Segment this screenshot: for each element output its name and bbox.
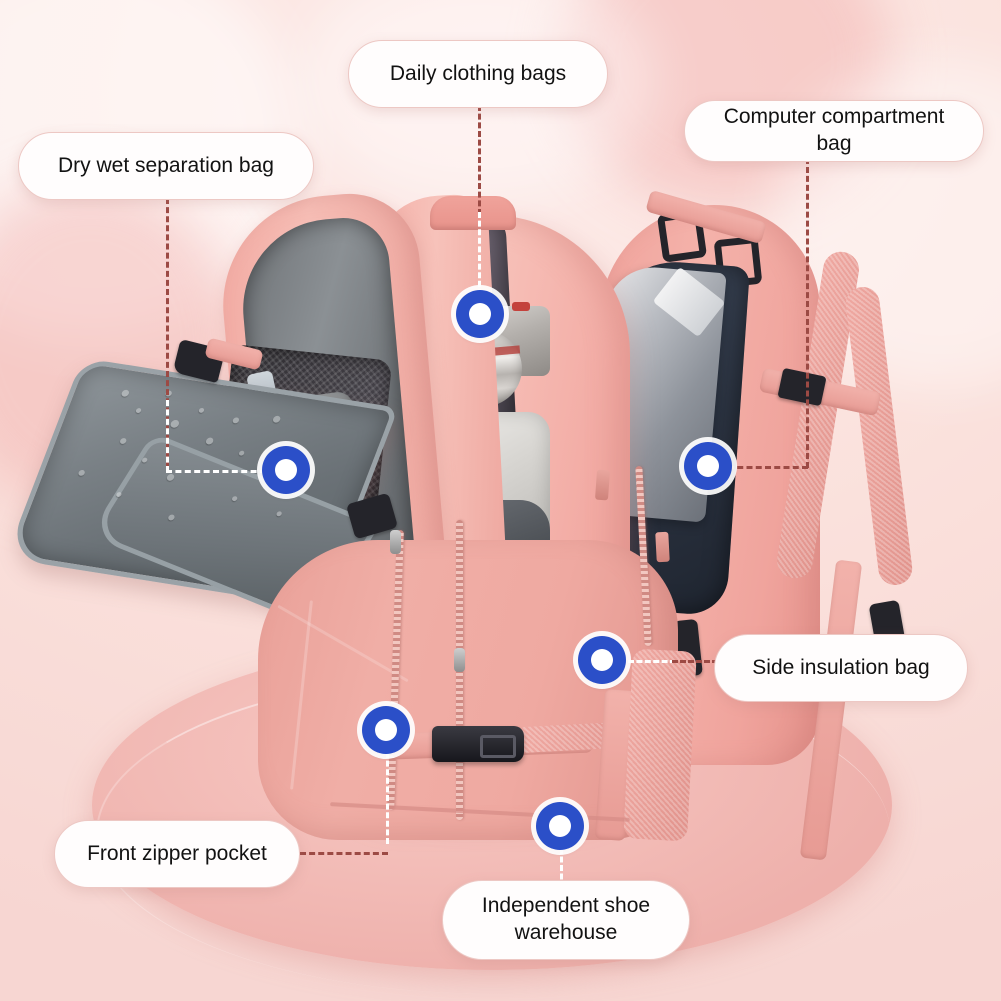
callout-front-zipper-pocket[interactable]: Front zipper pocket bbox=[54, 820, 300, 888]
leader-line-clothing-white bbox=[478, 212, 481, 304]
leader-line-dry-wet-white bbox=[166, 400, 169, 472]
zipper-tab bbox=[655, 531, 670, 563]
callout-daily-clothing-bags[interactable]: Daily clothing bags bbox=[348, 40, 608, 108]
camera-shutter-button bbox=[512, 302, 530, 311]
zipper-pull bbox=[454, 648, 465, 672]
leader-line-computer bbox=[806, 158, 809, 468]
marker-computer-compartment-bag[interactable] bbox=[684, 442, 732, 490]
marker-daily-clothing-bags[interactable] bbox=[456, 290, 504, 338]
leader-line-dry-wet-white bbox=[166, 470, 266, 473]
marker-core bbox=[591, 649, 613, 671]
shoulder-strap bbox=[843, 285, 915, 587]
callout-computer-compartment-bag[interactable]: Computer compartment bag bbox=[684, 100, 984, 162]
callout-independent-shoe-warehouse[interactable]: Independent shoe warehouse bbox=[442, 880, 690, 960]
marker-independent-shoe-warehouse[interactable] bbox=[536, 802, 584, 850]
marker-front-zipper-pocket[interactable] bbox=[362, 706, 410, 754]
leader-line-dry-wet bbox=[166, 198, 169, 468]
leader-line-insulation bbox=[672, 660, 718, 663]
marker-side-insulation-bag[interactable] bbox=[578, 636, 626, 684]
side-mesh-panel bbox=[623, 648, 697, 842]
leader-line-front-zipper bbox=[300, 852, 388, 855]
leader-line-computer bbox=[728, 466, 808, 469]
leader-line-insulation bbox=[628, 660, 676, 663]
callout-dry-wet-separation-bag[interactable]: Dry wet separation bag bbox=[18, 132, 314, 200]
zipper-tab bbox=[594, 469, 611, 501]
marker-core bbox=[697, 455, 719, 477]
leader-line-shoe-white bbox=[560, 848, 563, 888]
marker-dry-wet-separation-bag[interactable] bbox=[262, 446, 310, 494]
leader-line-front-zipper-white bbox=[386, 752, 389, 844]
zipper-pull bbox=[390, 530, 401, 554]
leader-line-clothing bbox=[478, 105, 481, 215]
bottom-strap-buckle bbox=[432, 726, 524, 762]
marker-core bbox=[375, 719, 397, 741]
marker-core bbox=[549, 815, 571, 837]
marker-core bbox=[275, 459, 297, 481]
marker-core bbox=[469, 303, 491, 325]
top-carry-handle bbox=[430, 196, 516, 230]
callout-side-insulation-bag[interactable]: Side insulation bag bbox=[714, 634, 968, 702]
